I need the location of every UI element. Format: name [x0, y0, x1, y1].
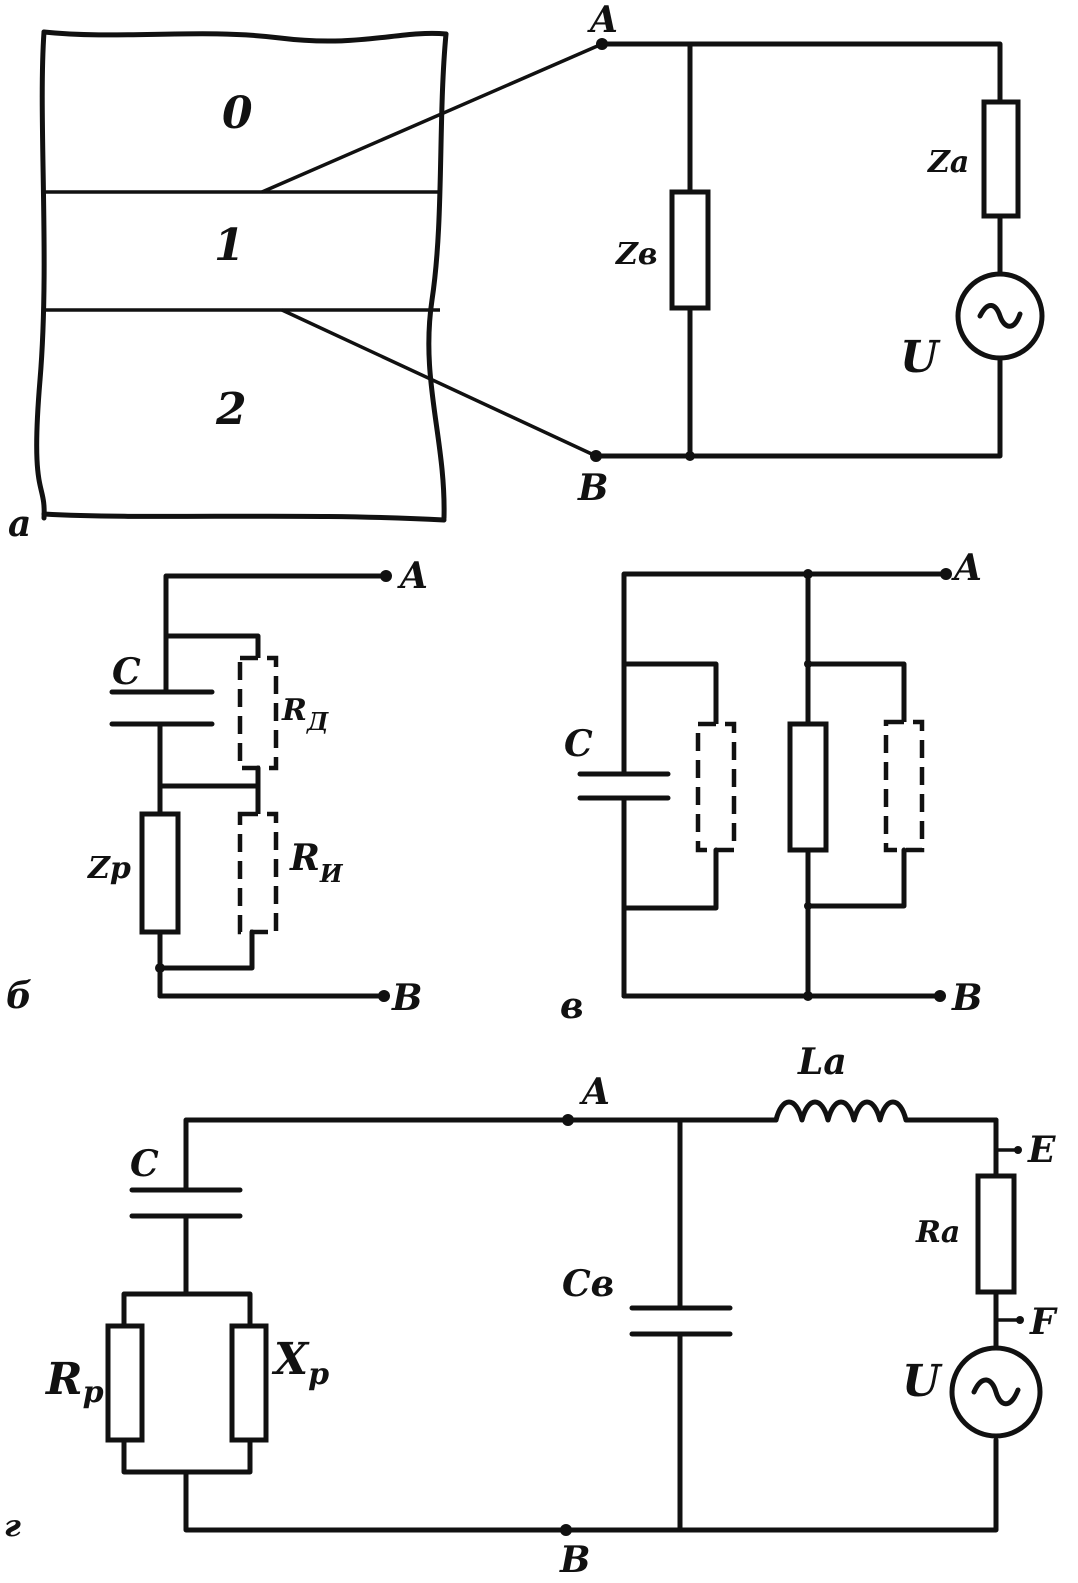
node-b-label: B [951, 977, 982, 1019]
wire-top-left [621, 571, 949, 777]
xp-sub: р [308, 1357, 329, 1392]
wire-dashed1-bottom [621, 847, 719, 911]
node-e-label: E [1027, 1129, 1056, 1171]
rp-label: Rр [44, 1354, 104, 1410]
capacitor-c-label: C [112, 651, 141, 693]
resistor-za [981, 99, 1021, 219]
za-label: Zа [927, 145, 969, 180]
node-b-label: B [577, 467, 608, 509]
resistor-rp [105, 1323, 145, 1443]
panel-label-v: в [560, 985, 584, 1027]
rd-main: R [281, 693, 307, 728]
capacitor-c-label: C [130, 1143, 159, 1185]
node-f-label: F [1029, 1301, 1058, 1343]
stack-bottom-edge [41, 511, 447, 523]
wire-rd-bottom [157, 765, 261, 789]
junction-middle-top [804, 660, 812, 668]
rd-sub: Д [306, 707, 329, 736]
source-u-label: U [902, 1356, 943, 1407]
node-b [378, 990, 390, 1002]
lead-to-b [281, 308, 597, 458]
layer-stack: 0 1 2 [34, 29, 449, 523]
panel-label-g: г [4, 1509, 21, 1544]
junction-bottom [155, 963, 165, 973]
node-b [560, 1524, 572, 1536]
node-b-label: B [391, 977, 422, 1019]
lead-to-a [261, 42, 603, 194]
junction-zb-bottom [685, 451, 695, 461]
node-a [380, 570, 392, 582]
node-b [934, 990, 946, 1002]
stack-left-edge [34, 29, 47, 521]
layer-1-label: 1 [214, 220, 245, 271]
la-label: Lа [797, 1041, 847, 1083]
wire-rd-top [163, 633, 261, 661]
resistor-xp [229, 1323, 269, 1443]
figure-a: 0 1 2 a A B Zв Zа U [8, 0, 1045, 545]
sine-symbol [977, 303, 1023, 329]
node-a [940, 568, 952, 580]
stack-top-edge [41, 29, 449, 44]
resistor-dashed-1 [695, 721, 737, 853]
xp-main: X [271, 1334, 310, 1385]
wire-dashed2-bottom [805, 847, 907, 909]
wire-bottom-b [593, 355, 1003, 459]
node-e [1014, 1146, 1022, 1154]
ri-label: RИ [289, 837, 344, 888]
panel-label-b: б [6, 975, 32, 1017]
node-f [1016, 1316, 1024, 1324]
sine-symbol [971, 1377, 1021, 1407]
wire-dashed2-top [805, 661, 907, 725]
junction-top [803, 569, 813, 579]
resistor-ri [237, 811, 279, 935]
xp-label: Xр [271, 1334, 329, 1392]
panel-label-a: a [8, 503, 31, 545]
resistor-zp [139, 811, 181, 935]
wire-top [183, 1117, 779, 1193]
junction-bottom [803, 991, 813, 1001]
junction-middle-bottom [804, 902, 812, 910]
ac-source-icon [955, 271, 1045, 361]
wire-network-top [121, 1291, 253, 1329]
zb-label: Zв [615, 237, 658, 272]
resistor-rd [237, 655, 279, 771]
inductor-la [773, 1099, 999, 1123]
rp-main: R [44, 1354, 83, 1405]
wire-a-capacitor [163, 573, 389, 695]
node-b-label: B [559, 1539, 590, 1578]
node-a-label: A [579, 1071, 610, 1113]
stack-right-edge [426, 31, 449, 521]
wire-bottom [183, 1437, 999, 1533]
node-a-label: A [587, 0, 618, 41]
layer-2-label: 2 [215, 384, 247, 435]
node-a-label: A [397, 555, 428, 597]
node-a [562, 1114, 574, 1126]
wire-ri-bottom [157, 929, 255, 971]
layer-0-label: 0 [222, 88, 253, 139]
ri-main: R [289, 837, 320, 879]
cb-label: Cв [562, 1263, 614, 1305]
figure-g: г A C Rр Xр B Cв Lа E Rа F [4, 1041, 1058, 1581]
rp-sub: р [83, 1375, 104, 1410]
source-u-label: U [900, 332, 941, 383]
wire-network-bottom [121, 1437, 253, 1475]
resistor-solid [787, 721, 829, 853]
zp-label: Zр [87, 851, 131, 886]
ra-label: Rа [915, 1215, 960, 1250]
ac-source-icon [949, 1345, 1043, 1439]
resistor-zb [669, 189, 711, 311]
wire-top-a [599, 41, 1003, 105]
wire-dashed1-top [621, 661, 719, 727]
figure-v: в A C B [560, 547, 982, 1027]
capacitor-c-label: C [564, 723, 593, 765]
resistor-dashed-2 [883, 719, 925, 853]
ri-sub: И [319, 859, 344, 888]
node-a-label: A [951, 547, 982, 589]
rd-label: RД [281, 693, 329, 736]
figure-b: б A RД C Zр RИ B [6, 555, 428, 1019]
resistor-ra [975, 1173, 1017, 1295]
